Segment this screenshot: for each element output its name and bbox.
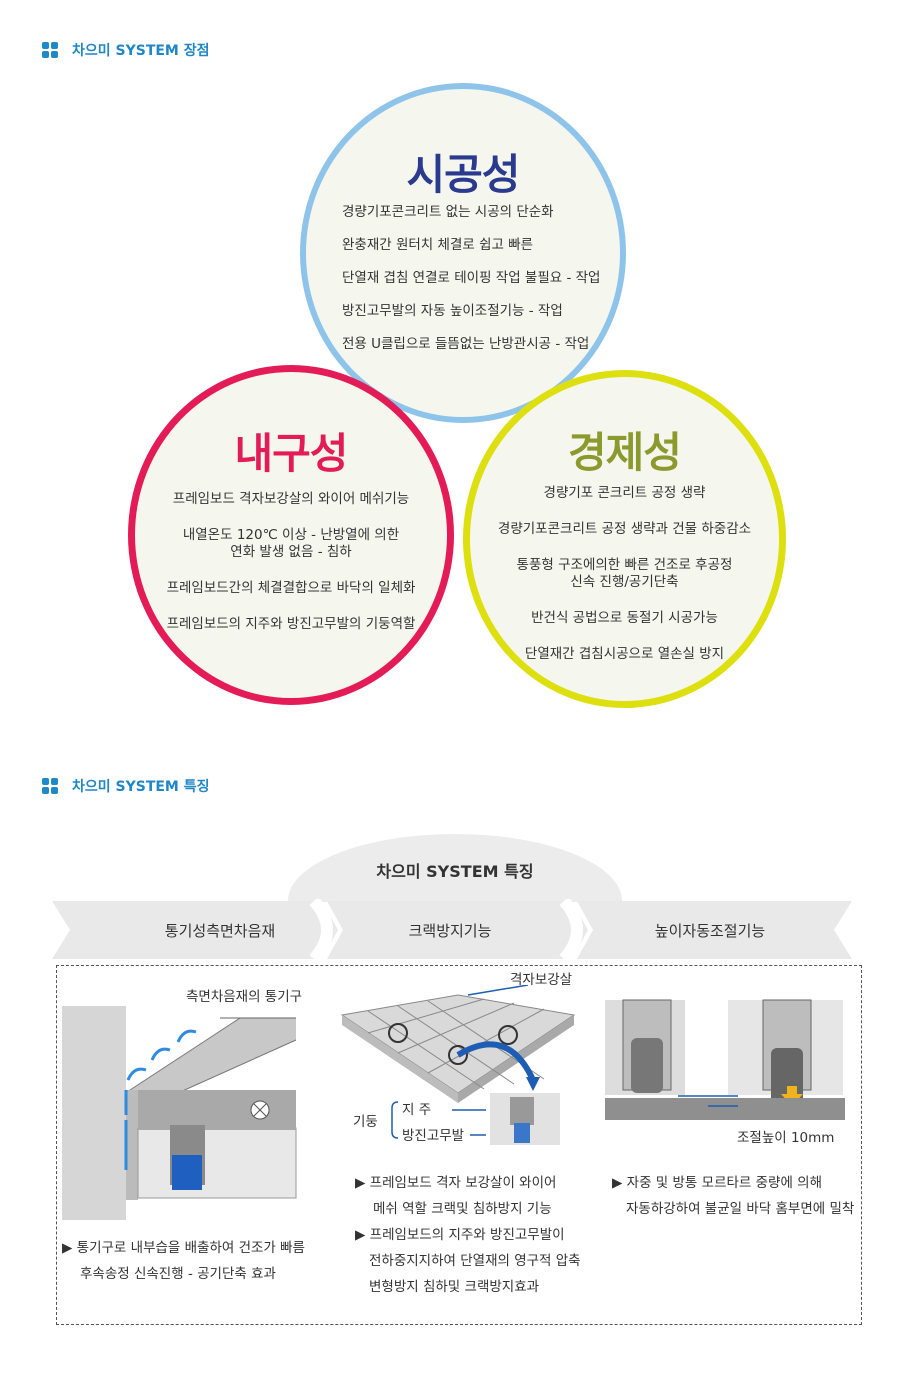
line: 프레임보드간의 체결결합으로 바닥의 일체화 [166,580,416,596]
line: 완충재간 원터치 체결로 쉽고 빠른 [342,237,534,253]
band-ventilation: 통기성측면차음재 [164,921,276,940]
line: 통풍형 구조에의한 빠른 건조로 후공정 [516,557,733,573]
features-header: 차으미 SYSTEM 특징 [376,862,534,881]
grid-bullet-icon [42,778,58,794]
circle-lines: 프레임보드 격자보강살의 와이어 메쉬기능 내열온도 120℃ 이상 - 난방열… [135,491,447,633]
circle-lines: 경량기포콘크리트 없는 시공의 단순화 완충재간 원터치 체결로 쉽고 빠른 단… [342,204,620,353]
line: 프레임보드의 지주와 방진고무발의 기둥역할 [166,616,416,632]
desc-line: ▶ 통기구로 내부습을 배출하여 건조가 빠름 [62,1240,305,1256]
label-pillar: 지 주 [402,1102,432,1118]
section-title-text: 차으미 SYSTEM 특징 [72,779,210,795]
figure-height-adjust [605,999,845,1120]
desc-line: ▶ 자중 및 방통 모르타르 중량에 의해 [612,1175,823,1191]
circle-title: 경제성 [568,428,682,477]
circle-title: 시공성 [406,150,521,199]
label-bracket [391,1101,486,1139]
section-title-text: 차으미 SYSTEM 장점 [72,43,210,59]
circle-economy: 경제성 경량기포 콘크리트 공정 생략 경량기포콘크리트 공정 생략과 건물 하… [463,370,786,708]
band-height-adjust: 높이자동조절기능 [654,921,766,940]
line: 단열재간 겹침시공으로 열손실 방지 [524,646,725,662]
desc-ventilation: ▶ 통기구로 내부습을 배출하여 건조가 빠름 후속송정 신속진행 - 공기단축… [62,1235,305,1287]
desc-line: 자동하강하여 불균일 바닥 홈부면에 밀착 [626,1201,855,1217]
line: 반건식 공법으로 동절기 시공가능 [531,610,718,626]
section-title-features: 차으미 SYSTEM 특징 [42,776,210,796]
line: 내열온도 120℃ 이상 - 난방열에 의한 [182,527,400,543]
label-grid-rib: 격자보강살 [510,972,573,988]
circle-lines: 경량기포 콘크리트 공정 생략 경량기포콘크리트 공정 생략과 건물 하중감소 … [470,485,779,663]
desc-line: ▶ 프레임보드의 지주와 방진고무발이 [355,1227,565,1243]
desc-line: 변형방지 침하및 크랙방지효과 [369,1279,540,1295]
desc-line: 후속송정 신속진행 - 공기단축 효과 [80,1266,276,1282]
label-vent-hole: 측면차음재의 통기구 [186,989,303,1005]
line: 신속 진행/공기단축 [570,574,679,590]
band-crack-prevention: 크랙방지기능 [408,921,492,940]
label-rubber-foot: 방진고무발 [402,1128,465,1144]
line: 연화 발생 없음 - 침하 [230,544,352,560]
label-adjust-height: 조절높이 10mm [737,1130,835,1146]
line: 경량기포콘크리트 없는 시공의 단순화 [342,204,554,220]
grid-bullet-icon [42,42,58,58]
label-pillar-group: 기둥 [353,1114,378,1130]
feature-bands-bg [52,899,852,961]
desc-line: 전하중지지하여 단열재의 영구적 압축 [369,1253,581,1269]
line: 단열재 겹침 연결로 테이핑 작업 불필요 - 작업 [342,270,601,286]
section-title-advantages: 차으미 SYSTEM 장점 [42,40,210,60]
desc-line: 메쉬 역할 크랙및 침하방지 기능 [373,1201,552,1217]
features-panel [56,965,862,1325]
figure-crack-prevention [340,985,576,1145]
desc-height-adjust: ▶ 자중 및 방통 모르타르 중량에 의해 자동하강하여 불균일 바닥 홈부면에… [612,1170,854,1222]
line: 프레임보드 격자보강살의 와이어 메쉬기능 [172,491,410,507]
line: 방진고무발의 자동 높이조절기능 - 작업 [342,303,563,319]
line: 경량기포콘크리트 공정 생략과 건물 하중감소 [497,521,752,537]
circle-construction: 시공성 경량기포콘크리트 없는 시공의 단순화 완충재간 원터치 체결로 쉽고 … [300,83,626,423]
line: 전용 U클립으로 들뜸없는 난방관시공 - 작업 [342,336,590,352]
desc-crack-prevention: ▶ 프레임보드 격자 보강살이 와이어 메쉬 역할 크랙및 침하방지 기능 ▶ … [355,1170,581,1300]
line: 경량기포 콘크리트 공정 생략 [543,485,706,501]
circle-durability: 내구성 프레임보드 격자보강살의 와이어 메쉬기능 내열온도 120℃ 이상 -… [128,365,454,705]
circle-title: 내구성 [234,429,349,478]
desc-line: ▶ 프레임보드 격자 보강살이 와이어 [355,1175,557,1191]
figure-ventilation [60,1000,300,1225]
